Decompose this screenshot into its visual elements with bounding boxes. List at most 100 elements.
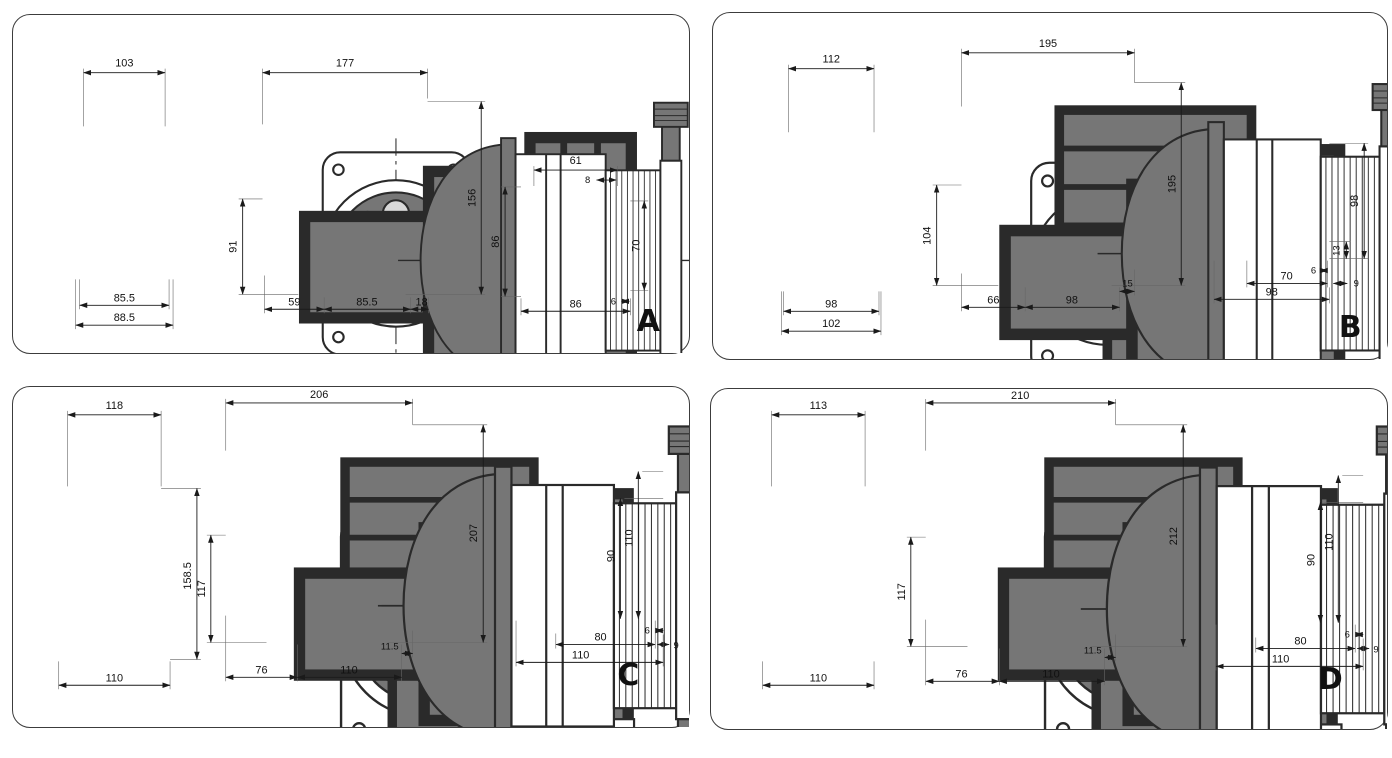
mounting-plate-view: 61 8 86 70 [490, 155, 649, 316]
dim-label: 210 [1011, 390, 1029, 402]
dim-front-bottom-outer: 102 [781, 291, 882, 336]
dim-label: 102 [822, 318, 840, 330]
dim-label: 112 [823, 54, 840, 66]
dim-label: 6 [611, 296, 616, 307]
dim-label: 110 [340, 664, 357, 676]
dim-label: 110 [1042, 668, 1059, 680]
front-view: 112 98 102 [781, 54, 1341, 359]
mounting-plate-view: 98 13 6 70 9 [1213, 142, 1369, 304]
dim-label: 110 [1272, 653, 1289, 665]
dim-label: 8 [585, 175, 590, 186]
dim-label: 6 [1345, 630, 1350, 641]
dim-label: 103 [115, 58, 133, 70]
dim-label: 156 [466, 189, 478, 207]
dim-side-right: 195 [1111, 82, 1186, 286]
dim-label: 110 [810, 672, 827, 684]
dim-front-top: 113 [771, 400, 866, 487]
dim-label: 98 [1349, 195, 1361, 207]
dim-label: 177 [336, 58, 354, 70]
dim-side-left: 117 [196, 534, 267, 643]
dim-side-top: 206 [225, 389, 414, 451]
dim-label: 9 [673, 640, 678, 651]
dim-plate-mid: 80 [555, 620, 656, 649]
dim-label: 59 [288, 296, 300, 308]
dim-side-top: 210 [925, 390, 1117, 451]
dim-label: 195 [1166, 175, 1178, 193]
dim-side-left: 117 [896, 536, 968, 647]
dim-label: 85.5 [356, 296, 377, 308]
dim-plate-mid: 70 [1246, 260, 1328, 288]
dim-label: 158.5 [182, 562, 194, 589]
dim-front-top: 112 [788, 54, 875, 133]
dim-label: 117 [196, 580, 208, 597]
dim-plate-side-offset: 9 [1332, 278, 1359, 289]
dim-plate-offset: 6 [645, 626, 664, 637]
dim-label: 15 [1122, 278, 1133, 289]
dim-label: 86 [570, 298, 582, 310]
dim-label: 98 [825, 298, 837, 310]
dim-front-top: 118 [67, 400, 162, 487]
dim-side-right: 156 [405, 101, 486, 295]
dim-side-right: 207 [387, 424, 488, 643]
dim-label: 207 [468, 524, 480, 542]
dim-side-top: 195 [961, 38, 1135, 107]
panel-label: C [617, 658, 639, 693]
dim-label: 88.5 [114, 312, 135, 324]
dim-label: 9 [1354, 278, 1359, 289]
dim-front-bottom-inner: 98 [783, 291, 880, 316]
dim-label: 212 [1168, 527, 1180, 545]
dim-side-left: 104 [922, 184, 999, 286]
dim-label: 118 [106, 400, 123, 412]
dim-label: 76 [255, 664, 267, 676]
dim-plate-mid: 80 [1255, 624, 1356, 653]
dim-label: 9 [1373, 644, 1378, 655]
side-view: 195 195 104 66 98 [922, 38, 1387, 359]
dim-label: 61 [570, 155, 582, 167]
panel-a-drawing: 103 85.5 88.5 177 [75, 58, 689, 353]
dim-label: 76 [955, 668, 967, 680]
dim-label: 90 [605, 550, 617, 562]
dim-front-right: 158.5 [161, 488, 201, 660]
front-view: 118 158.5 110 [58, 400, 629, 727]
dim-label: 110 [623, 529, 635, 546]
dim-side-top: 177 [262, 58, 428, 125]
dim-label: 70 [630, 240, 642, 252]
dim-label: 13 [1331, 245, 1342, 255]
dim-label: 66 [987, 294, 999, 306]
dim-label: 80 [594, 632, 606, 644]
panel-label: A [637, 304, 660, 339]
dim-plate-top-offset: 8 [585, 175, 617, 186]
panel-b: 112 98 102 195 [712, 12, 1388, 360]
dim-label: 86 [490, 236, 502, 248]
dim-label: 113 [810, 400, 827, 412]
dim-plate-bottom-offset: 6 [611, 296, 630, 307]
dim-plate-left: 86 [490, 186, 521, 297]
panel-label: D [1318, 662, 1343, 697]
panel-c-drawing: 118 158.5 110 206 [58, 389, 689, 727]
dim-plate-inner-height: 90 [1305, 501, 1364, 624]
dim-front-bottom: 110 [58, 661, 171, 690]
side-view: 206 117 207 76 110 [196, 389, 689, 727]
dim-plate-right: 70 [630, 200, 649, 291]
dim-plate-right-outer: 98 [1329, 142, 1369, 259]
panel-d: 113 110 210 117 [710, 388, 1388, 730]
dim-label: 110 [1323, 533, 1335, 550]
dim-label: 18 [416, 296, 428, 308]
dim-label: 91 [228, 241, 240, 253]
dim-label: 85.5 [114, 292, 135, 304]
dim-side-right: 212 [1090, 424, 1188, 647]
dim-front-bottom: 110 [762, 661, 875, 690]
dim-plate-right-inner: 13 [1329, 241, 1351, 259]
dim-label: 98 [1066, 294, 1078, 306]
dim-label: 80 [1294, 635, 1306, 647]
front-view: 113 110 [762, 400, 1333, 729]
front-view: 103 85.5 88.5 [75, 58, 632, 353]
dim-front-bottom-outer: 88.5 [75, 279, 174, 330]
dim-side-bottom: 66 98 15 [961, 269, 1135, 312]
dim-label: 90 [1305, 554, 1317, 566]
dim-plate-bottom: 110 [515, 620, 664, 667]
dim-label: 98 [1266, 286, 1278, 298]
dim-plate-top: 61 [533, 155, 618, 186]
dim-label: 117 [896, 583, 908, 600]
